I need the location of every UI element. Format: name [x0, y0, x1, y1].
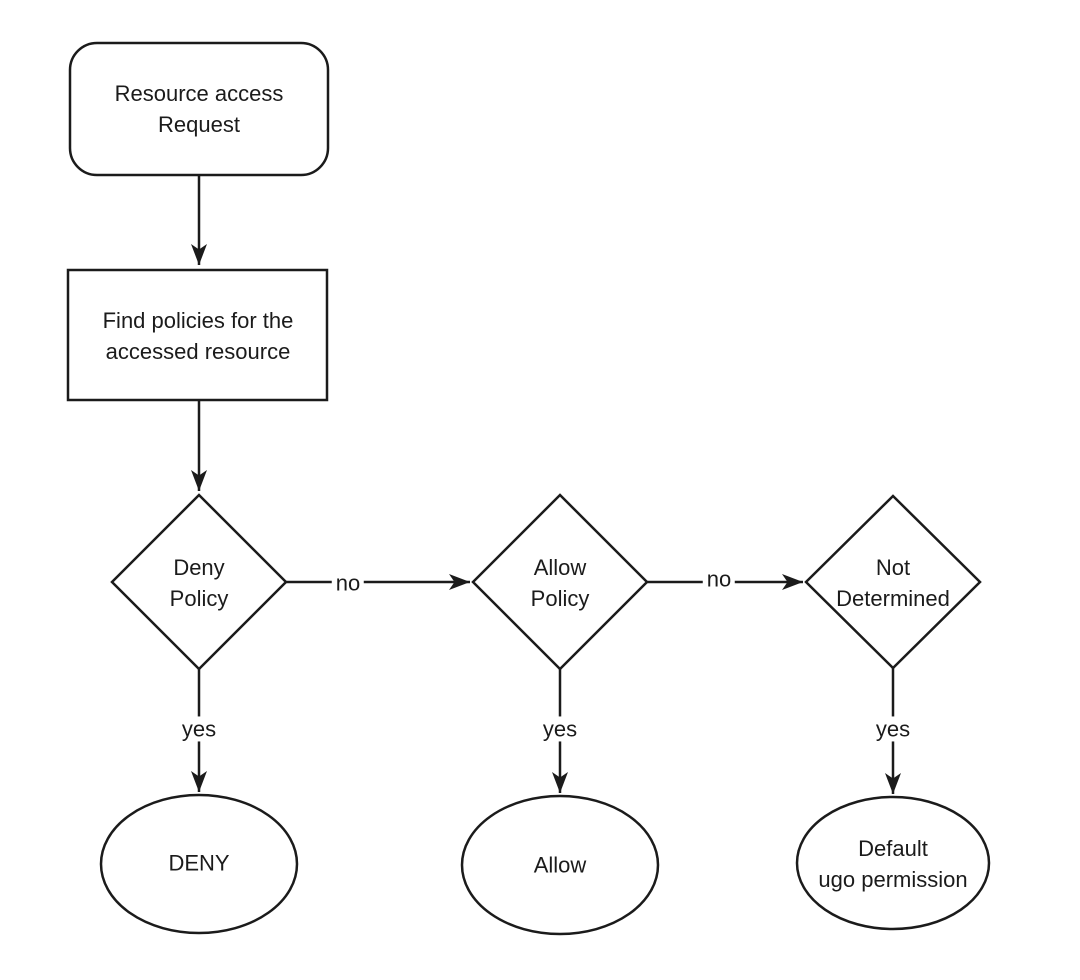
node-not-determined-diamond [804, 494, 982, 670]
node-find-policies-shape [66, 268, 329, 402]
node-deny-policy-diamond [110, 493, 288, 671]
node-allow-policy-diamond [471, 493, 649, 671]
node-start-shape [68, 41, 330, 177]
node-allow-result-ellipse [460, 794, 660, 936]
node-deny-result-ellipse [99, 793, 299, 935]
node-default-result-ellipse [795, 795, 991, 931]
